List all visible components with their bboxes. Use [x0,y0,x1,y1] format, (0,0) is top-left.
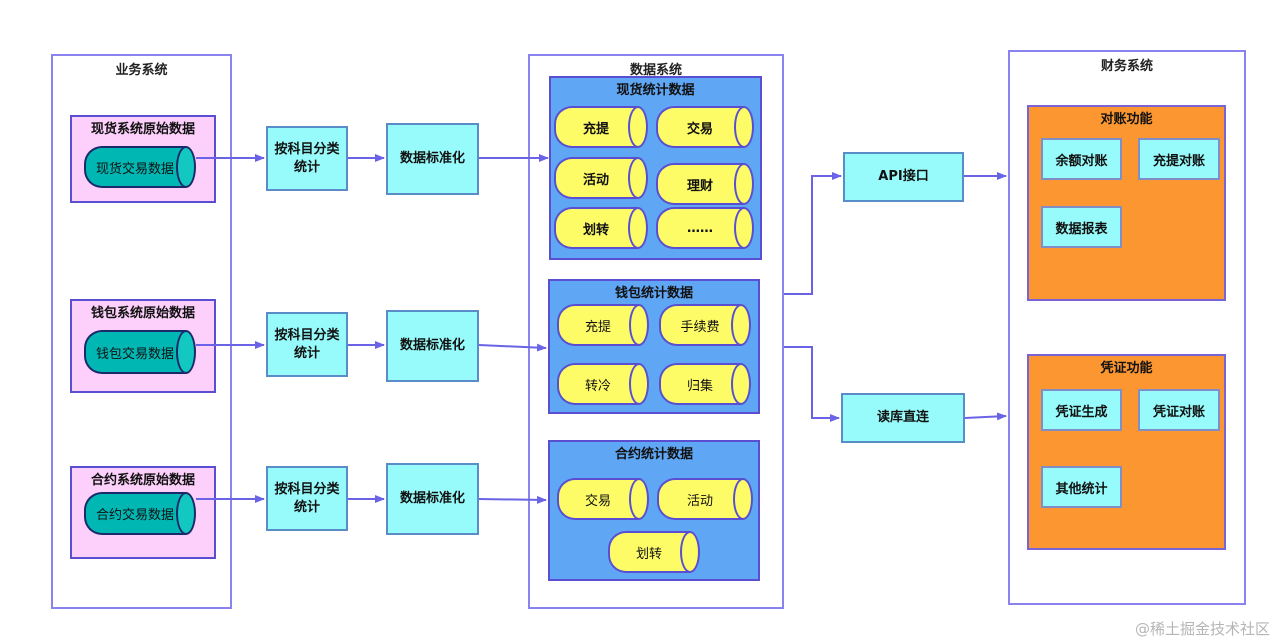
spot-stat-activity: 活动 [554,157,648,199]
other-stats: 其他统计 [1041,466,1122,508]
spot-stat-transfer: 划转 [554,207,648,249]
wallet-stat-fee: 手续费 [659,304,751,346]
wallet-stat-label: 转冷 [584,378,611,394]
voucher-module: 凭证功能 [1027,354,1226,550]
spot-stat-wealth: 理财 [656,163,754,205]
contract-stat-activity: 活动 [657,478,753,520]
normalize-box-wallet: 数据标准化 [386,310,479,382]
api-interface-box: API接口 [843,152,964,202]
contract-trade-db-label: 合约交易数据 [95,508,174,523]
spot-stat-label: 交易 [686,121,713,137]
business-system-title: 业务系统 [115,63,168,78]
contract-stat-label: 划转 [635,546,662,562]
spot-stat-label: 理财 [686,178,713,194]
reconcile-module: 对账功能 [1027,105,1226,301]
classify-box-spot: 按科目分类统计 [266,126,348,191]
wallet-stat-collect: 归集 [659,363,751,405]
wallet-source-title: 钱包系统原始数据 [90,306,195,321]
contract-stat-label: 活动 [686,493,713,509]
arrow-data-to-db-direct [784,346,840,422]
spot-stat-label: 活动 [582,172,609,188]
normalize-box-contract: 数据标准化 [386,463,479,535]
reconcile-module-title: 对账功能 [1100,112,1153,127]
normalize-box-spot: 数据标准化 [386,123,479,195]
deposit-reconcile: 充提对账 [1138,138,1220,180]
data-report: 数据报表 [1041,206,1122,248]
voucher-module-title: 凭证功能 [1100,361,1153,376]
spot-stat-deposit-withdraw: 充提 [554,106,648,148]
balance-reconcile: 余额对账 [1041,138,1122,180]
arrow-db-direct-to-finance [964,412,1007,421]
classify-box-contract: 按科目分类统计 [266,466,348,531]
contract-source-title: 合约系统原始数据 [90,473,195,488]
spot-trade-db-label: 现货交易数据 [95,161,174,177]
contract-stat-transfer: 划转 [608,531,700,573]
voucher-generate: 凭证生成 [1041,389,1122,431]
wallet-stat-label: 充提 [584,319,611,335]
finance-system-title: 财务系统 [1100,59,1153,74]
wallet-trade-db-label: 钱包交易数据 [95,346,174,362]
contract-stat-trade: 交易 [557,478,649,520]
arrow-data-to-api [784,172,842,295]
classify-box-wallet: 按科目分类统计 [266,312,348,377]
contract-stats-title: 合约统计数据 [614,447,693,462]
spot-stats-title: 现货统计数据 [616,83,695,98]
wallet-stat-cold: 转冷 [557,363,649,405]
wallet-trade-db: 钱包交易数据 [84,330,196,374]
watermark: @稀土掘金技术社区 [1134,620,1270,638]
spot-stat-label: 划转 [582,222,609,238]
spot-stat-more: …… [656,207,754,249]
wallet-stat-label: 手续费 [680,319,720,335]
spot-stat-label: 充提 [582,121,609,137]
voucher-reconcile: 凭证对账 [1138,389,1220,431]
data-system-title: 数据系统 [629,63,682,78]
contract-stat-label: 交易 [584,493,611,509]
wallet-stat-label: 归集 [686,378,713,394]
contract-trade-db: 合约交易数据 [84,492,196,535]
spot-stat-label: …… [687,220,713,236]
spot-source-title: 现货系统原始数据 [90,122,195,137]
spot-trade-db: 现货交易数据 [84,146,196,188]
db-direct-box: 读库直连 [841,393,965,443]
wallet-stats-title: 钱包统计数据 [614,286,693,301]
spot-stat-trade: 交易 [656,106,754,148]
wallet-stat-deposit-withdraw: 充提 [557,304,649,346]
